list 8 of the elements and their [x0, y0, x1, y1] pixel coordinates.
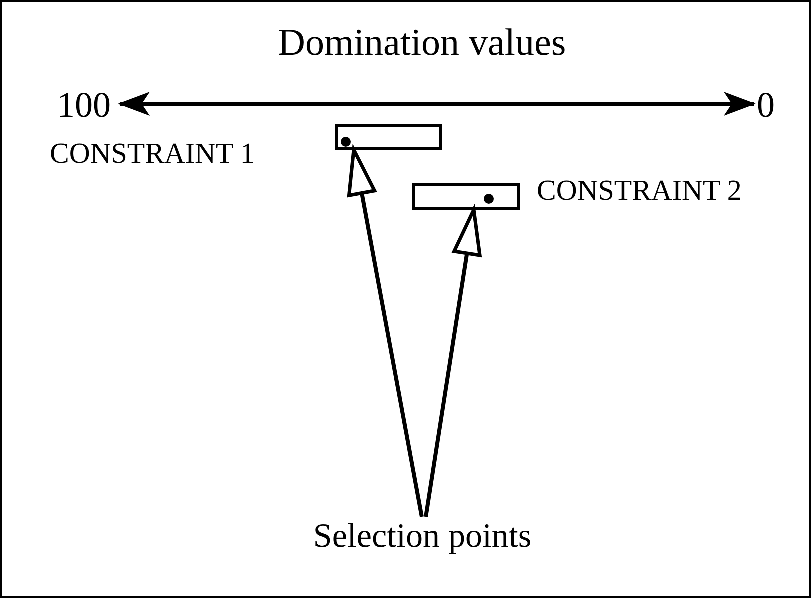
marker-box	[412, 183, 520, 210]
marker-box	[335, 124, 442, 150]
axis-title: Domination values	[278, 24, 566, 62]
callout-text: Selection points	[300, 517, 545, 557]
constraint-label: CONSTRAINT 2	[537, 177, 742, 206]
scale-value: 0	[757, 87, 775, 123]
scale-value: 100	[57, 87, 111, 123]
constraint-label: CONSTRAINT 1	[50, 140, 255, 169]
